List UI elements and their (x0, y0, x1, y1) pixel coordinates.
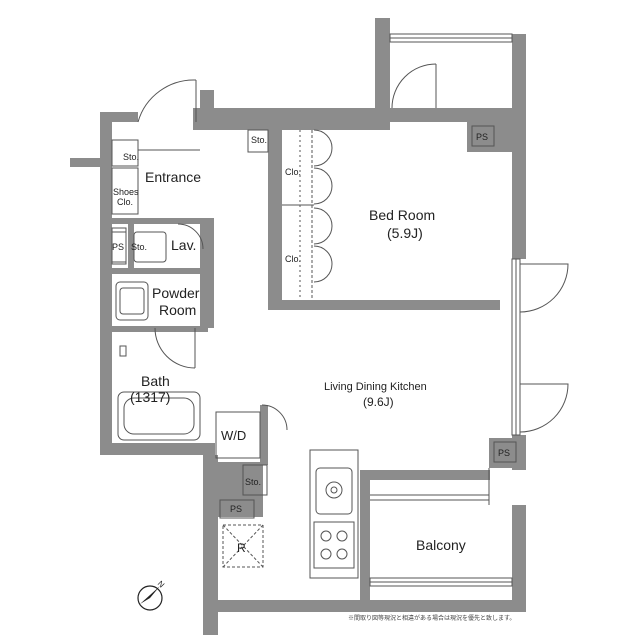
compass: N (137, 579, 167, 611)
compass-ring (137, 585, 163, 611)
shoes-closet-label: Shoes (113, 187, 139, 197)
bed-room-size-label: (5.9J) (387, 225, 423, 241)
closet-label-1: Clo. (285, 167, 301, 177)
room-labels: Entrance Shoes Clo. Lav. Powder Room Bat… (113, 169, 466, 553)
walls (70, 18, 526, 635)
bath-size-label: (1317) (130, 389, 170, 405)
powder-room-label: Powder (152, 285, 200, 301)
closet-label-2: Clo. (285, 254, 301, 264)
lavatory-label: Lav. (171, 237, 196, 253)
pipe-space-label-ldk: PS (498, 448, 510, 458)
pipe-space-label-kitchen: PS (230, 504, 242, 514)
storage-label-lav: Sto. (131, 242, 147, 252)
footnote: ※間取り図等現況と相違がある場合は現況を優先と致します。 (348, 614, 515, 622)
storage-label-entrance: Sto. (123, 152, 139, 162)
ldk-size-label: (9.6J) (363, 395, 394, 409)
entrance-label: Entrance (145, 169, 201, 185)
fixture-lines (111, 33, 569, 587)
pipe-space-label-bedroom: PS (476, 132, 488, 142)
shoes-closet-label-2: Clo. (117, 197, 133, 207)
bath-label: Bath (141, 373, 170, 389)
storage-label-kitchen: Sto. (245, 477, 261, 487)
ldk-label: Living Dining Kitchen (324, 381, 427, 393)
storage-label-bedroom: Sto. (251, 135, 267, 145)
refrigerator-label: R (237, 541, 246, 555)
north-arrow-icon (140, 586, 160, 604)
fixture-labels: Sto. Sto. Sto. Sto. Clo. Clo. PS PS PS P… (112, 132, 510, 555)
bed-room-label: Bed Room (369, 207, 435, 223)
north-label: N (156, 579, 167, 590)
pipe-space-label-lav: PS (112, 242, 124, 252)
balcony-label: Balcony (416, 537, 466, 553)
powder-room-label-2: Room (159, 302, 196, 318)
washer-label: W/D (221, 428, 246, 443)
